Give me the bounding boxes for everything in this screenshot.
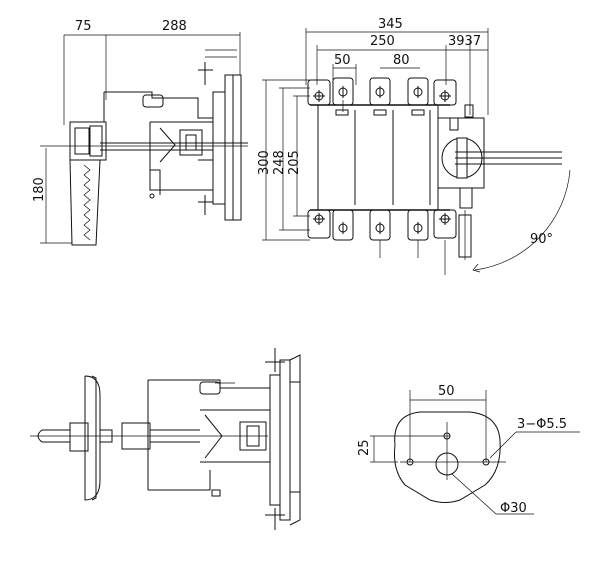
- alt-side-view: [30, 348, 301, 530]
- hole-dim-50: 50: [438, 384, 455, 399]
- dim-50: 50: [334, 53, 351, 68]
- dim-300: 300: [257, 150, 272, 175]
- dim-288: 288: [162, 19, 187, 34]
- front-view: 345 250 3937 50 80 300 248 205: [257, 17, 571, 275]
- hole-dim-25: 25: [357, 439, 372, 456]
- center-hole-label: Φ30: [500, 501, 527, 516]
- mounting-hole-view: 50 25 3−Φ5.5 Φ30: [357, 384, 580, 516]
- angle-90: 90°: [530, 232, 553, 247]
- holes-label: 3−Φ5.5: [517, 417, 567, 432]
- dim-205: 205: [287, 150, 302, 175]
- dim-75: 75: [75, 19, 92, 34]
- dim-250: 250: [370, 34, 395, 49]
- dim-248: 248: [272, 150, 287, 175]
- dim-80: 80: [393, 53, 410, 68]
- dim-345: 345: [378, 17, 403, 32]
- side-view: 75 288: [32, 19, 248, 246]
- dim-180: 180: [32, 177, 47, 202]
- dim-3937: 3937: [448, 34, 481, 49]
